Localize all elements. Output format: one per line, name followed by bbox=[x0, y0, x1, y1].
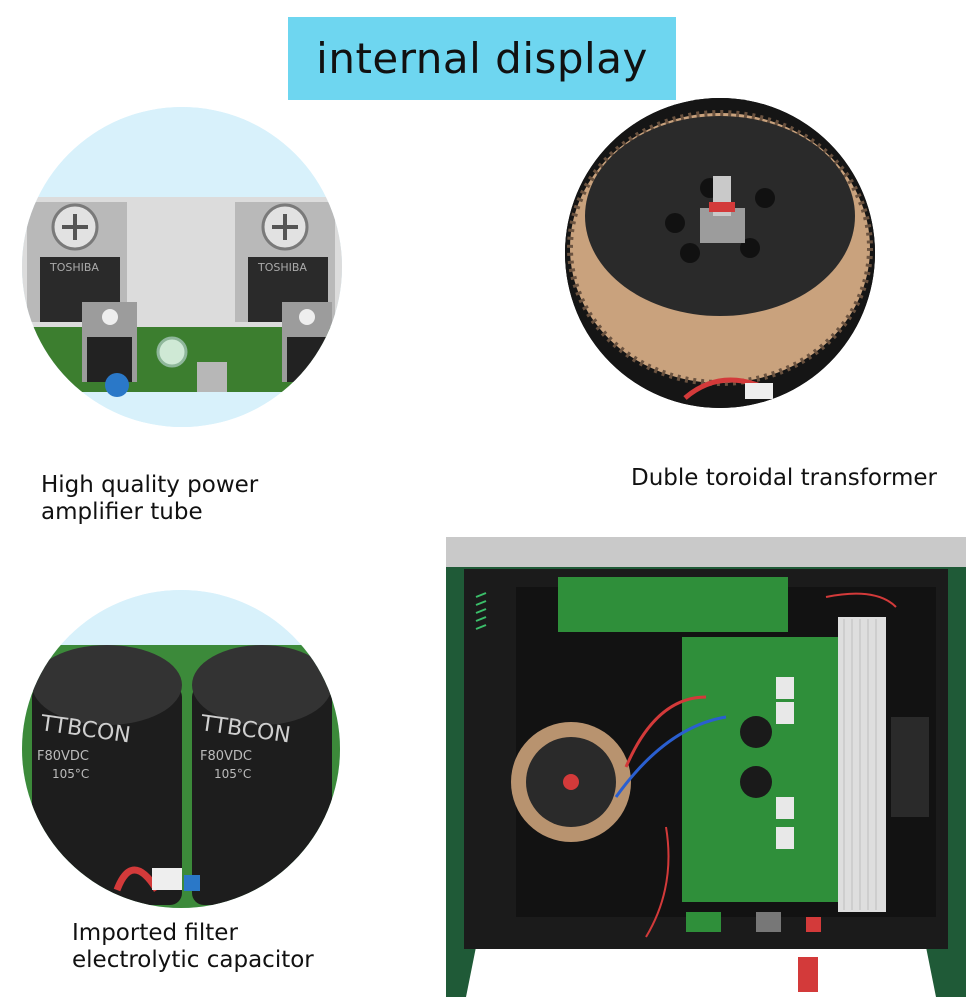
amplifier-tube-caption: High quality power amplifier tube bbox=[41, 472, 301, 526]
capacitor-spec: F80VDC bbox=[37, 749, 89, 764]
capacitor-spec: F80VDC bbox=[200, 749, 252, 764]
amplifier-tube-photo: TOSHIBA TOSHIBA bbox=[22, 107, 342, 427]
caption-line: electrolytic capacitor bbox=[72, 947, 314, 973]
caption-line: Imported filter bbox=[72, 920, 238, 946]
capacitor-temp: 105°C bbox=[52, 767, 89, 781]
capacitor-temp: 105°C bbox=[214, 767, 251, 781]
toroidal-transformer-photo bbox=[565, 98, 875, 408]
transistor-label: TOSHIBA bbox=[257, 261, 307, 274]
caption-line: High quality power bbox=[41, 472, 259, 498]
title-banner: internal display bbox=[288, 17, 676, 100]
amplifier-interior-photo bbox=[446, 527, 966, 997]
page-title: internal display bbox=[316, 34, 648, 83]
transistor-label: TOSHIBA bbox=[49, 261, 99, 274]
capacitor-caption: Imported filter electrolytic capacitor bbox=[72, 920, 362, 974]
filter-capacitor-photo: TTBCON F80VDC 105°C TTBCON F80VDC 105°C bbox=[22, 590, 340, 908]
caption-line: amplifier tube bbox=[41, 499, 203, 525]
transformer-caption: Duble toroidal transformer bbox=[631, 465, 937, 491]
